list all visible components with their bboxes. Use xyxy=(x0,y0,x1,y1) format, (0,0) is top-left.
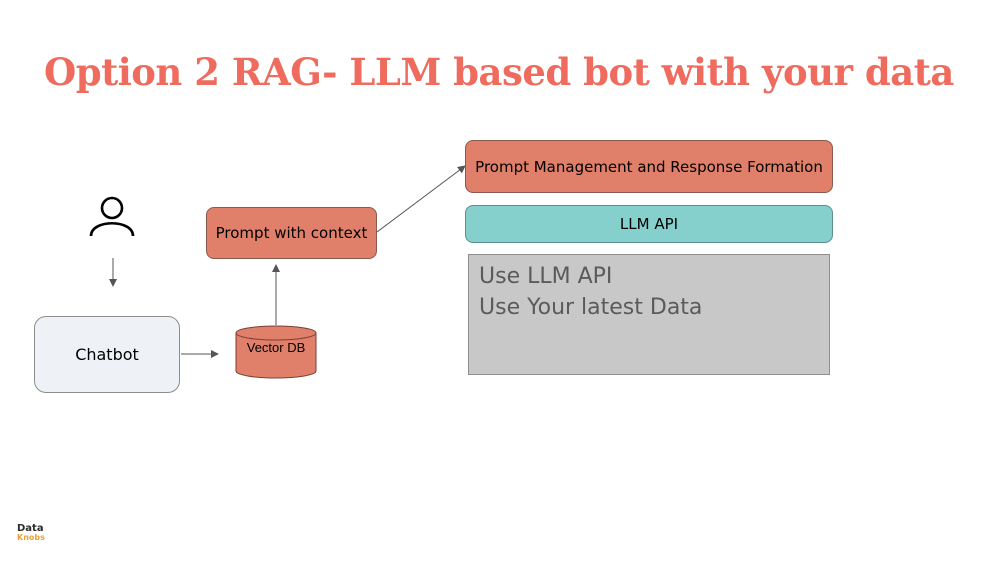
database-icon xyxy=(235,325,317,379)
prompt-management-box: Prompt Management and Response Formation xyxy=(465,140,833,193)
logo-text-top: Data xyxy=(17,523,44,534)
note-line-2: Use Your latest Data xyxy=(479,295,703,320)
prompt-management-label: Prompt Management and Response Formation xyxy=(475,157,823,176)
prompt-with-context-box: Prompt with context xyxy=(206,207,377,259)
user-icon xyxy=(89,196,135,237)
logo-text-bottom: Knobs xyxy=(17,533,45,542)
chatbot-box: Chatbot xyxy=(34,316,180,393)
brand-logo: Data Knobs xyxy=(17,523,45,543)
arrow-prompt-to-management xyxy=(376,165,466,233)
page-title: Option 2 RAG- LLM based bot with your da… xyxy=(44,50,954,94)
llm-api-box: LLM API xyxy=(465,205,833,243)
vector-db-label: Vector DB xyxy=(246,340,306,355)
note-line-1: Use LLM API xyxy=(479,264,613,289)
chatbot-label: Chatbot xyxy=(75,345,139,364)
notes-box: Use LLM API Use Your latest Data xyxy=(468,254,830,375)
llm-api-label: LLM API xyxy=(619,215,679,233)
prompt-with-context-label: Prompt with context xyxy=(215,224,368,242)
